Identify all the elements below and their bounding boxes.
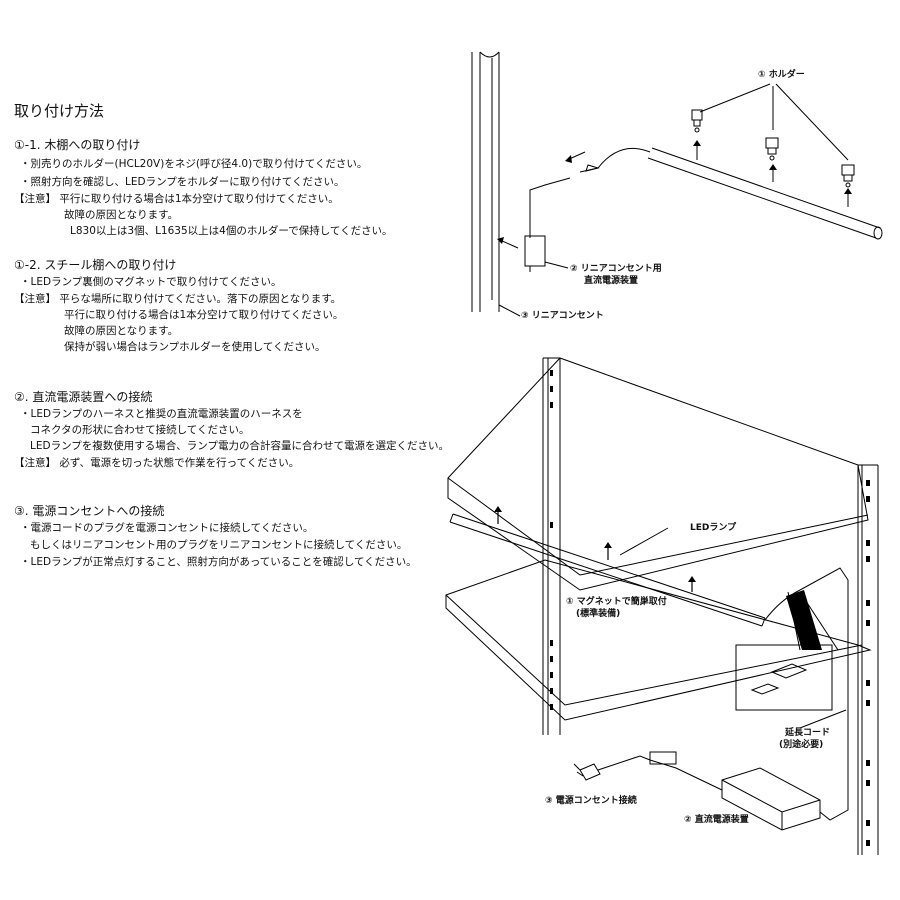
instruction-line: ・LEDランプが正常点灯すること、照射方向があっていることを確認してください。 [20, 556, 417, 568]
section-outlet-heading: ③. 電源コンセントへの接続 [14, 504, 165, 518]
holder-icon [841, 164, 855, 188]
lower-shelf [445, 559, 872, 721]
power-plug-icon [573, 763, 601, 781]
section-wood-shelf-heading: ①-1. 木棚への取り付け [14, 138, 141, 152]
instruction-line: ・LEDランプ裏側のマグネットで取り付けてください。 [20, 276, 282, 288]
outlet-label: ③ 電源コンセント接続 [545, 796, 637, 806]
extension-cord-label: 延長コード [785, 728, 831, 738]
shelf-upright [857, 464, 879, 855]
section-steel-shelf-heading: ①-2. スチール棚への取り付け [14, 258, 177, 272]
holder-icon [691, 109, 703, 133]
led-lamp-bar [449, 513, 766, 627]
section-dc-power-heading: ②. 直流電源装置への接続 [14, 390, 153, 404]
instruction-line: ・LEDランプのハーネスと推奨の直流電源装置のハーネスを [20, 408, 303, 420]
caution-line: 【注意】 必ず、電源を切った状態で作業を行ってください。 [14, 457, 300, 469]
caution-line: 【注意】 平らな場所に取り付けてください。落下の原因となります。 [14, 293, 342, 305]
instruction-line: ・照射方向を確認し、LEDランプをホルダーに取り付けてください。 [20, 176, 345, 188]
shelf-upright [542, 357, 561, 735]
instruction-line: ・別売りのホルダー(HCL20V)をネジ(呼び径4.0)で取り付けてください。 [20, 158, 368, 170]
holder-label: ① ホルダー [758, 70, 805, 80]
led-lamp-label: LEDランプ [690, 523, 737, 533]
instruction-line: ・電源コードのプラグを電源コンセントに接続してください。 [20, 522, 314, 534]
linear-outlet-label: ③ リニアコンセント [521, 311, 604, 321]
dc-power-unit-label: ② 直流電源装置 [684, 815, 749, 825]
wall-pillar [471, 52, 500, 312]
upper-shelf [447, 357, 869, 591]
instruction-line: もしくはリニアコンセント用のプラグをリニアコンセントに接続してください。 [30, 539, 408, 551]
magnet-detail-callout [735, 644, 833, 711]
caution-line: 平行に取り付ける場合は1本分空けて取り付けてください。 [64, 309, 344, 321]
dc-power-label: ② リニアコンセント用 [570, 264, 662, 274]
holder-icon [765, 137, 779, 161]
extension-cord-label-2: (別途必要) [779, 740, 824, 750]
page-title: 取り付け方法 [14, 102, 105, 120]
dc-power-label-2: 直流電源装置 [584, 276, 639, 286]
magnet-label: ① マグネットで簡単取付 [566, 597, 667, 607]
dc-power-unit [721, 767, 821, 831]
instruction-line: LEDランプを複数使用する場合、ランプ電力の合計容量に合わせて電源を選定ください… [30, 440, 449, 452]
caution-line: 保持が弱い場合はランプホルダーを使用してください。 [64, 341, 326, 353]
instruction-line: コネクタの形状に合わせて接続してください。 [30, 424, 250, 436]
inline-connector [649, 751, 677, 765]
caution-line: L830以上は3個、L1635以上は4個のホルダーで保持してください。 [70, 225, 393, 237]
magnet-label-2: (標準装備) [576, 609, 621, 619]
steel-shelf-diagram [445, 357, 879, 855]
caution-line: 【注意】 平行に取り付ける場合は1本分空けて取り付けてください。 [14, 193, 339, 205]
caution-line: 故障の原因となります。 [64, 325, 179, 337]
caution-line: 故障の原因となります。 [64, 209, 179, 221]
led-lamp-tube [647, 147, 881, 239]
